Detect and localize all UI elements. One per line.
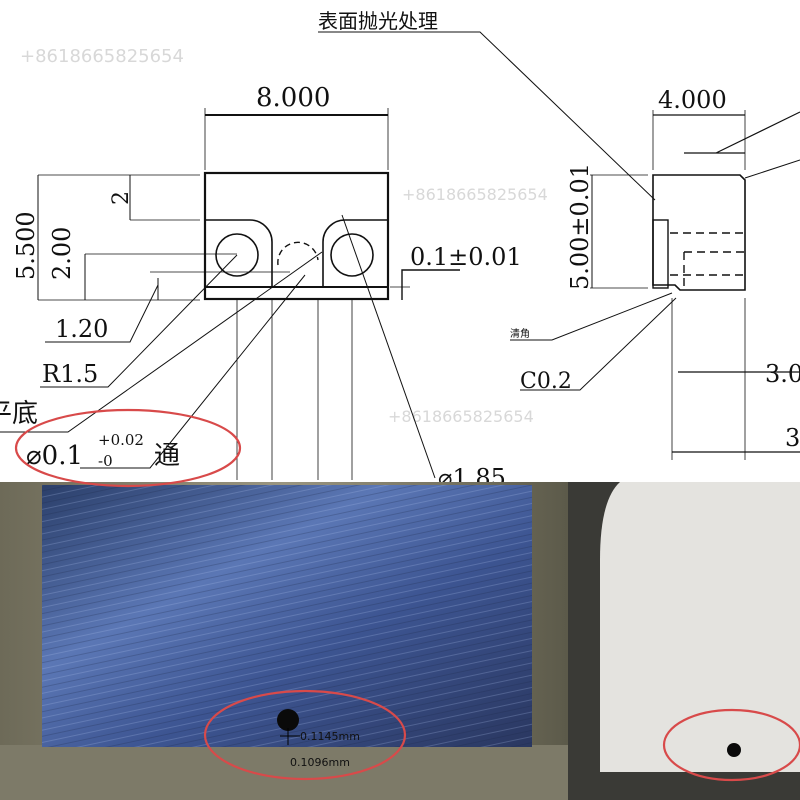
side-width: 4.000 — [658, 86, 727, 114]
measurement-2: 0.1096mm — [290, 756, 350, 769]
surface-note: 表面抛光处理 — [318, 9, 438, 33]
side-dim-1: 3.0 — [765, 360, 800, 388]
radius-label: R1.5 — [42, 360, 98, 388]
highlight-measurement — [203, 689, 407, 781]
side-height: 5.00±0.01 — [566, 163, 594, 290]
measured-hole — [277, 709, 299, 731]
dim-height-total: 5.500 — [12, 211, 40, 280]
surface-hole — [727, 743, 741, 757]
front-view — [0, 31, 656, 480]
highlight-ellipses — [14, 408, 800, 782]
hole-through-note: 通 — [154, 441, 180, 471]
flat-bottom-note: 平底 — [0, 399, 38, 429]
watermark-text: +8618665825654 — [402, 185, 548, 204]
measurement-1: 0.1145mm — [300, 730, 360, 743]
highlight-hole — [662, 708, 800, 782]
dim-height-hole: 2.00 — [48, 227, 76, 280]
microscope-photo: 0.1145mm 0.1096mm — [0, 482, 568, 800]
dim-offset: 1.20 — [55, 315, 108, 343]
highlight-tolerance — [14, 408, 242, 488]
dim-top: 2 — [109, 191, 134, 205]
side-view — [510, 110, 800, 460]
clear-corner-note: 清角 — [510, 327, 530, 340]
hole-tolerance-minus: -0 — [98, 452, 113, 470]
step-dimension: 0.1±0.01 — [410, 243, 522, 271]
side-dim-2: 3 — [785, 424, 800, 452]
watermark-text: +8618665825654 — [388, 407, 534, 426]
dim-width: 8.000 — [256, 83, 330, 113]
watermark-text: +8618665825654 — [20, 46, 184, 67]
chamfer-label: C0.2 — [520, 369, 572, 394]
surface-photo — [568, 482, 800, 800]
hole-tolerance-plus: +0.02 — [98, 431, 144, 449]
watermarks: +8618665825654 +8618665825654 +861866582… — [20, 46, 548, 426]
hole-diameter: ⌀0.1 — [26, 441, 83, 471]
